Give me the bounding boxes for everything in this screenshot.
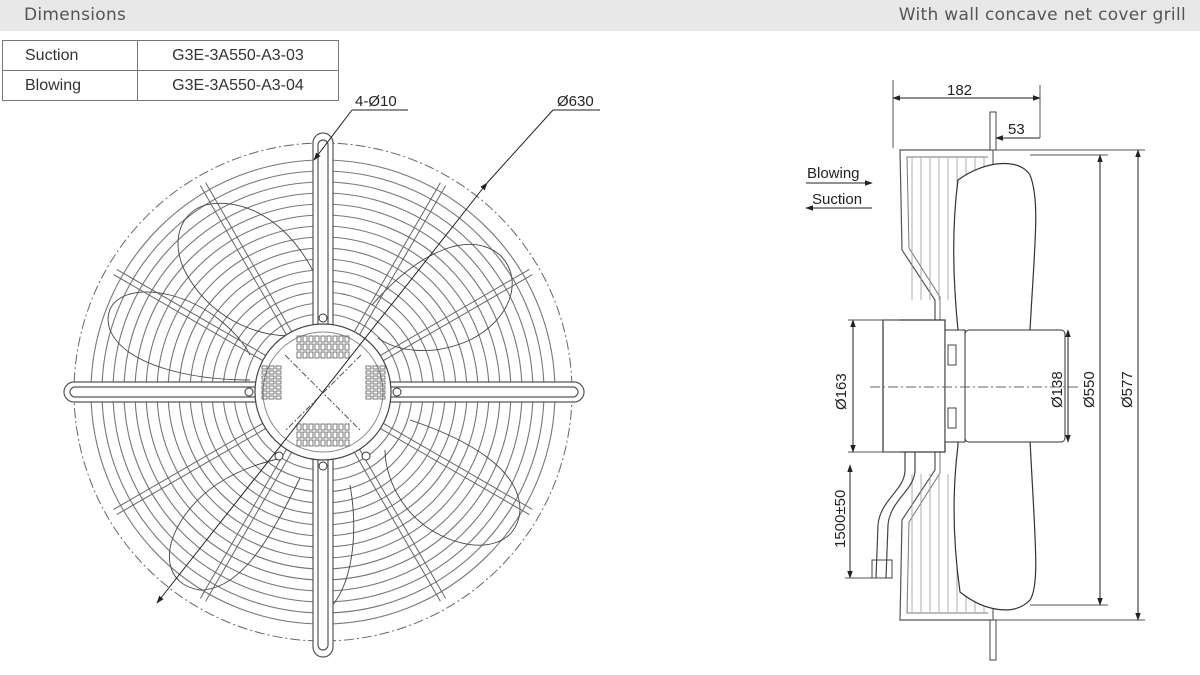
cable-length-label: 1500±50 bbox=[832, 490, 849, 548]
grill-spoke bbox=[199, 449, 287, 599]
side-dimensions bbox=[805, 80, 1145, 621]
grill-spoke bbox=[380, 428, 530, 516]
section-title: Dimensions bbox=[24, 5, 127, 25]
hole-spec-label: 4-Ø10 bbox=[355, 93, 397, 110]
hub-diameter-label: Ø138 bbox=[1049, 371, 1066, 408]
front-dimensions bbox=[156, 109, 600, 604]
model-code: G3E-3A550-A3-03 bbox=[137, 40, 339, 71]
grill-spoke bbox=[199, 185, 287, 335]
outer-diameter-label: Ø630 bbox=[557, 93, 594, 110]
model-table: Suction G3E-3A550-A3-03 Blowing G3E-3A55… bbox=[2, 40, 339, 101]
model-code: G3E-3A550-A3-04 bbox=[137, 70, 339, 101]
table-row: Blowing G3E-3A550-A3-04 bbox=[2, 70, 339, 101]
cable bbox=[875, 452, 906, 579]
grill-diameter-label: Ø577 bbox=[1119, 371, 1136, 408]
grill-spoke bbox=[380, 268, 530, 356]
grill-spoke bbox=[116, 428, 266, 516]
front-view bbox=[63, 132, 585, 658]
offset-label: 53 bbox=[1008, 121, 1025, 138]
header-bar bbox=[0, 0, 1200, 31]
grill-spoke bbox=[359, 185, 447, 335]
blowing-label: Blowing bbox=[807, 165, 860, 182]
suction-label: Suction bbox=[812, 191, 862, 208]
motor-diameter-label: Ø163 bbox=[833, 373, 850, 410]
model-mode-label: Suction bbox=[2, 40, 138, 71]
grill-type-title: With wall concave net cover grill bbox=[898, 5, 1186, 25]
model-mode-label: Blowing bbox=[2, 70, 138, 101]
side-view bbox=[870, 111, 1080, 661]
grill-spoke bbox=[359, 449, 447, 599]
table-row: Suction G3E-3A550-A3-03 bbox=[2, 40, 339, 71]
depth-label: 182 bbox=[947, 82, 972, 99]
blade-diameter-label: Ø550 bbox=[1081, 371, 1098, 408]
motor-body bbox=[882, 319, 946, 453]
